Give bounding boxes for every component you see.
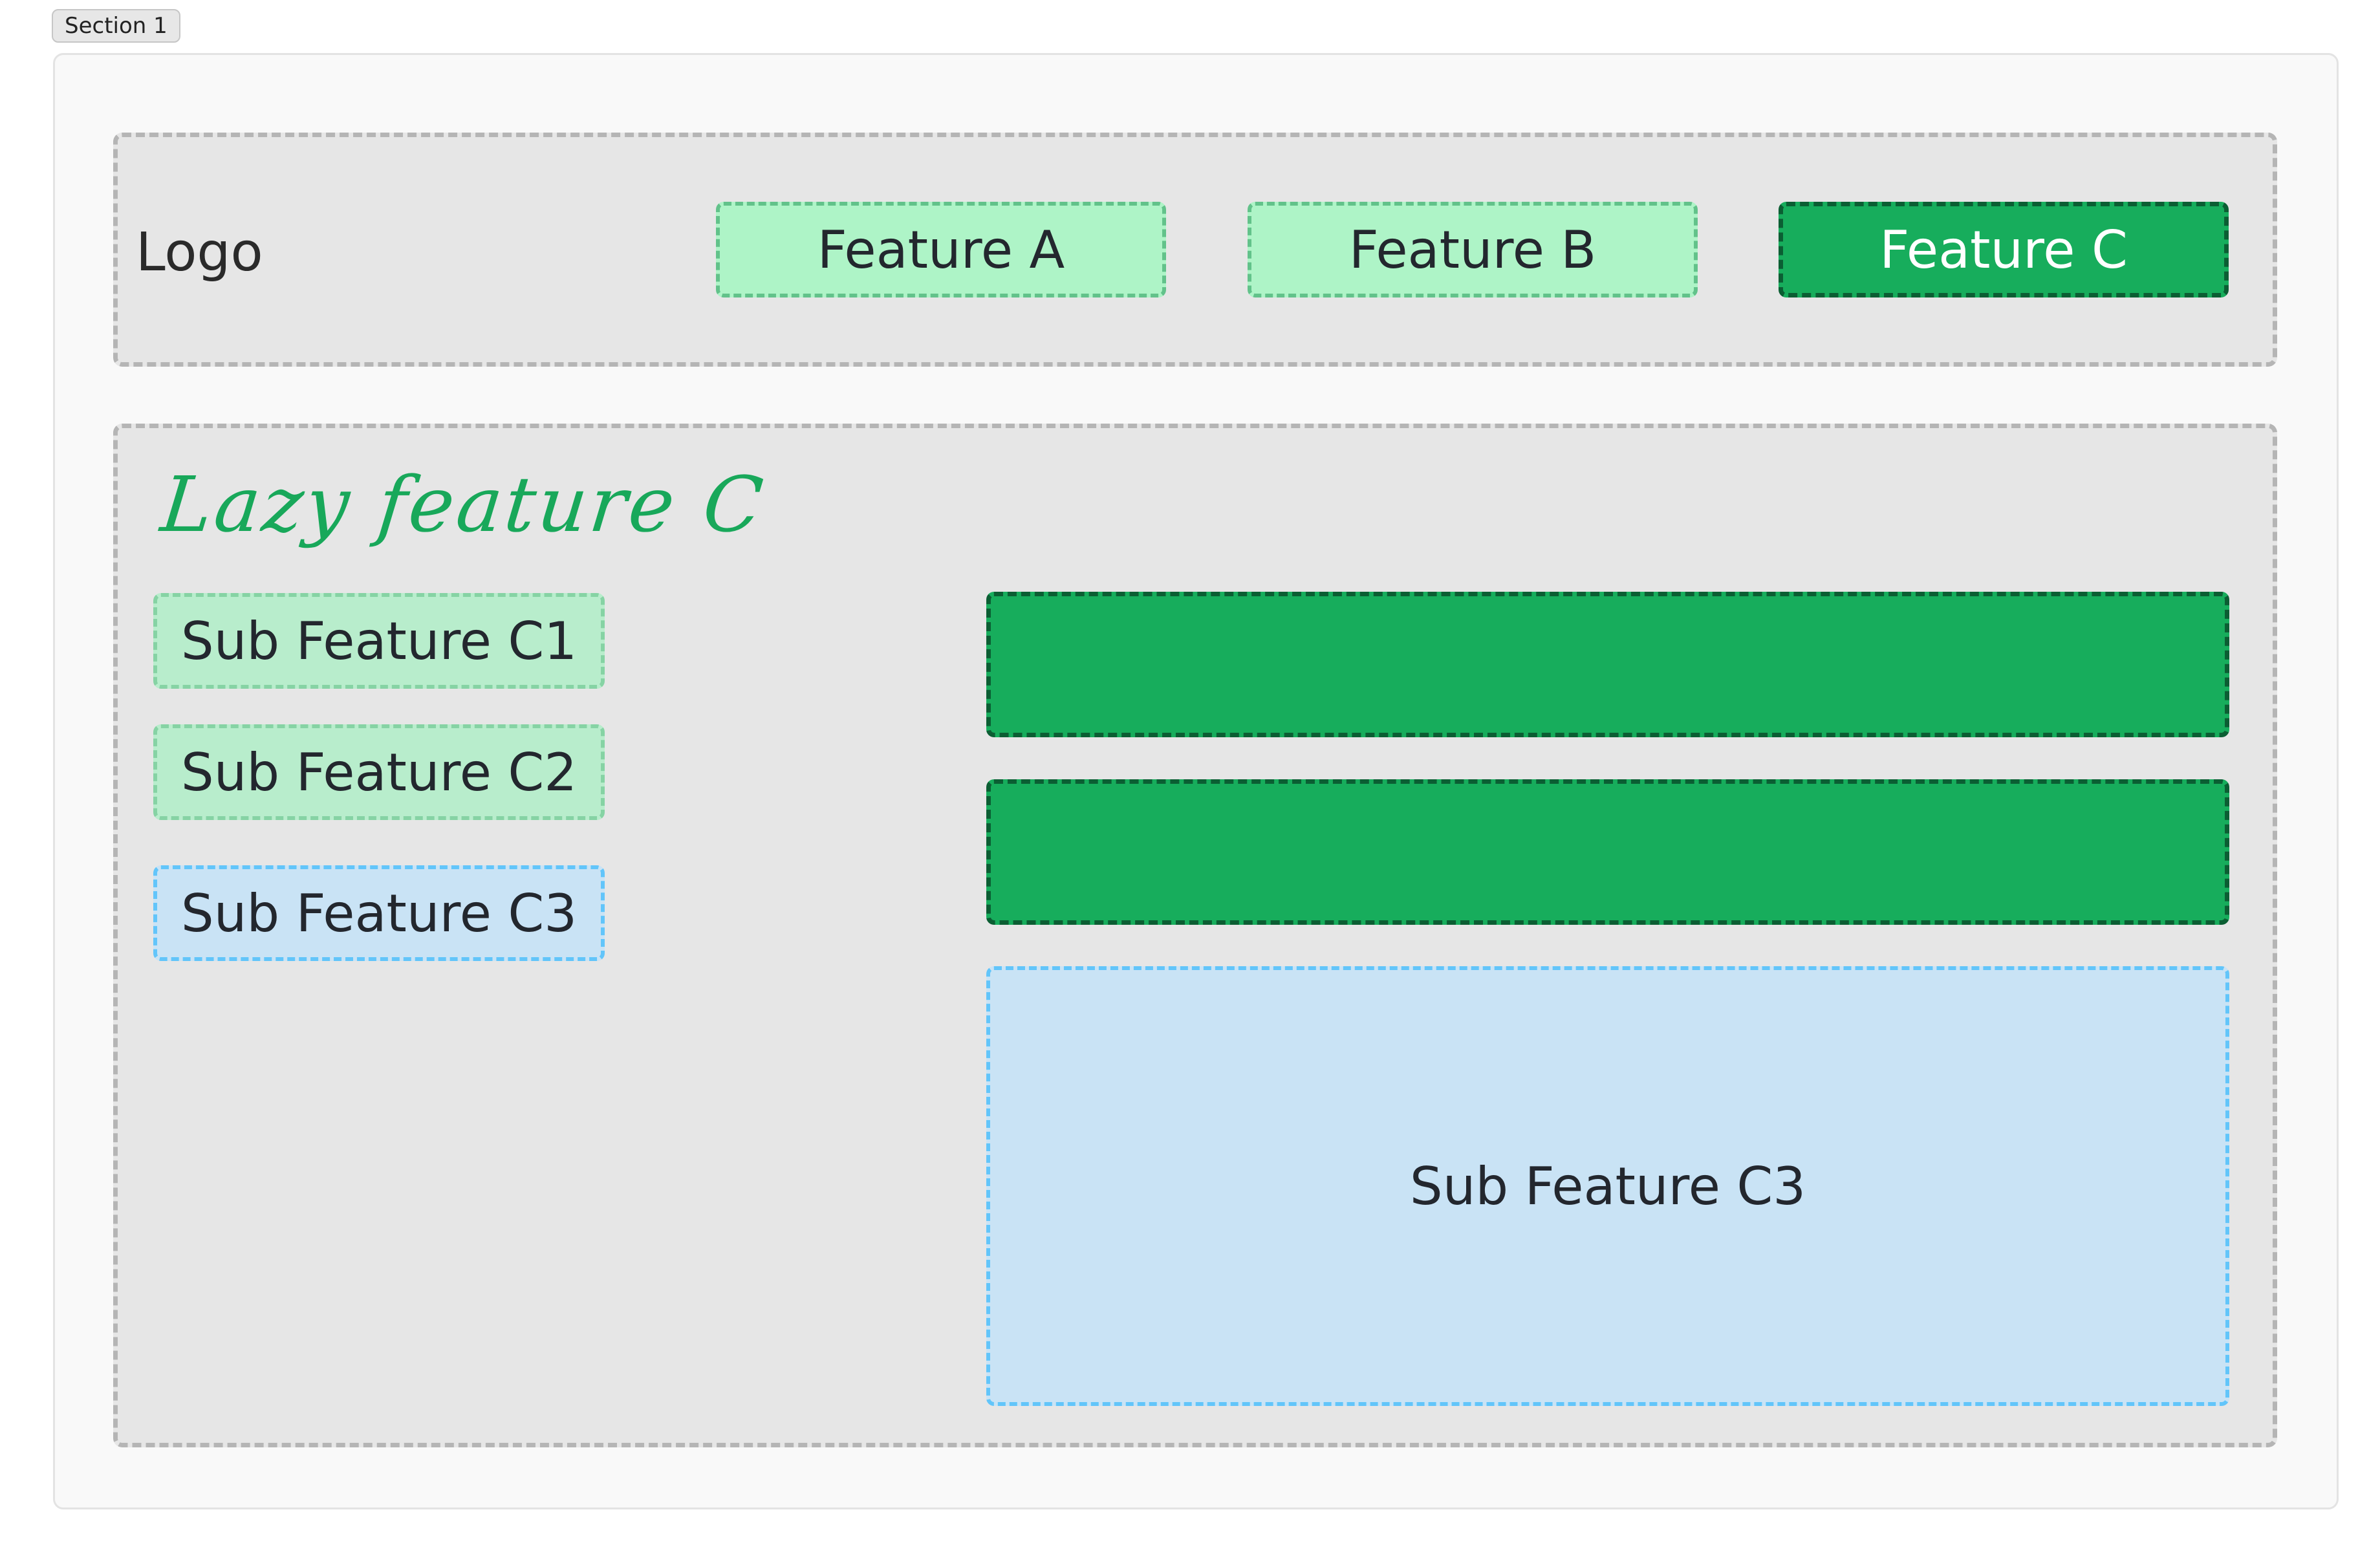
section-label[interactable]: Section 1 xyxy=(52,9,180,43)
logo: Logo xyxy=(136,221,263,283)
sub-feature-c3-box[interactable]: Sub Feature C3 xyxy=(153,865,605,961)
sub-feature-c2-box[interactable]: Sub Feature C2 xyxy=(153,724,605,820)
lazy-feature-title: Lazy feature C xyxy=(157,460,770,549)
sub-feature-c3-panel: Sub Feature C3 xyxy=(986,966,2229,1406)
sub-feature-c1-panel xyxy=(986,592,2229,737)
sub-feature-c1-box[interactable]: Sub Feature C1 xyxy=(153,593,605,689)
feature-a-box[interactable]: Feature A xyxy=(716,202,1166,297)
feature-c-box[interactable]: Feature C xyxy=(1779,202,2229,297)
feature-b-box[interactable]: Feature B xyxy=(1248,202,1698,297)
sub-feature-c2-panel xyxy=(986,779,2229,925)
